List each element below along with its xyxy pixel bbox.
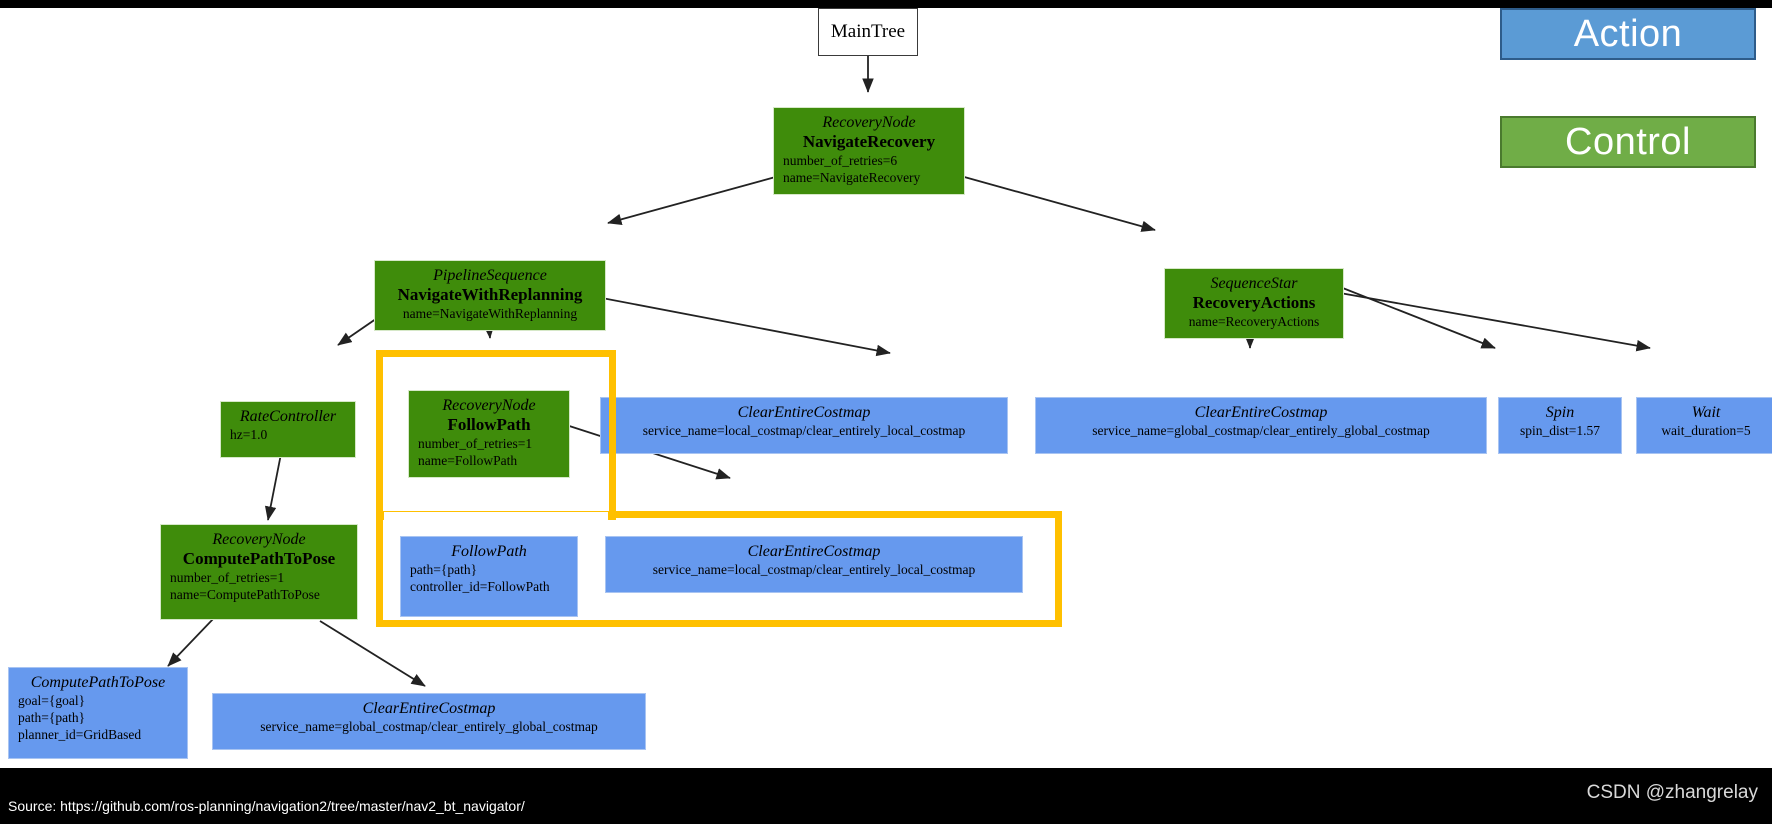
node-attr: service_name=global_costmap/clear_entire…: [260, 719, 598, 734]
node-attr: service_name=local_costmap/clear_entirel…: [642, 423, 966, 438]
node-navigate-recovery[interactable]: RecoveryNode NavigateRecovery number_of_…: [773, 107, 965, 195]
node-attr: service_name=global_costmap/clear_entire…: [1092, 423, 1430, 438]
node-attr: number_of_retries=1: [418, 436, 533, 451]
edge-ra-to-wait: [1339, 292, 1651, 352]
node-type: RecoveryNode: [212, 531, 306, 548]
node-recovery-actions[interactable]: SequenceStar RecoveryActions name=Recove…: [1164, 268, 1344, 339]
node-attr: number_of_retries=1: [170, 570, 285, 585]
edge-nwr-to-clear-local-1: [559, 289, 891, 357]
node-title: RecoveryActions: [1192, 293, 1316, 312]
node-type: ComputePathToPose: [30, 674, 166, 691]
node-attr: path={path}: [18, 710, 86, 725]
node-attr: path={path}: [410, 562, 478, 577]
node-attr: wait_duration=5: [1661, 423, 1751, 438]
node-type: RecoveryNode: [822, 114, 916, 131]
edge-nr-to-ra: [949, 172, 1156, 232]
node-title: NavigateRecovery: [802, 132, 936, 151]
legend-action-label: Action: [1573, 12, 1683, 55]
node-follow-path-action[interactable]: FollowPath path={path} controller_id=Fol…: [400, 536, 578, 617]
edge-cptp-to-clear-global-2: [319, 620, 426, 687]
node-attr: name=NavigateRecovery: [783, 170, 921, 185]
node-type: SequenceStar: [1210, 275, 1298, 292]
node-follow-path-recovery[interactable]: RecoveryNode FollowPath number_of_retrie…: [408, 390, 570, 478]
node-type: ClearEntireCostmap: [362, 700, 496, 717]
node-type: PipelineSequence: [433, 267, 547, 284]
highlight-box-upper: [376, 350, 616, 520]
node-type: FollowPath: [451, 543, 527, 560]
node-rate-controller[interactable]: RateController hz=1.0: [220, 401, 356, 458]
node-attr: name=FollowPath: [418, 453, 518, 468]
node-type: Spin: [1545, 404, 1575, 421]
node-main-tree[interactable]: MainTree: [818, 8, 918, 56]
node-attr: number_of_retries=6: [783, 153, 898, 168]
node-attr: service_name=local_costmap/clear_entirel…: [652, 562, 976, 577]
node-compute-path-to-pose-recovery[interactable]: RecoveryNode ComputePathToPose number_of…: [160, 524, 358, 620]
edge-nr-to-nwr: [607, 172, 791, 225]
highlight-seam-mask: [384, 512, 608, 526]
node-title: FollowPath: [447, 415, 531, 434]
node-attr: controller_id=FollowPath: [410, 579, 550, 594]
node-type: ClearEntireCostmap: [747, 543, 881, 560]
diagram-canvas: MainTree RecoveryNode NavigateRecovery n…: [0, 8, 1772, 768]
watermark: CSDN @zhangrelay: [1586, 782, 1758, 803]
edge-cptp-to-cptp-action: [167, 617, 215, 667]
node-title: NavigateWithReplanning: [397, 285, 583, 304]
node-type: ClearEntireCostmap: [1194, 404, 1328, 421]
node-attr: goal={goal}: [18, 693, 86, 708]
highlight-box-lower: [376, 511, 1062, 627]
node-clear-global-costmap-recovery[interactable]: ClearEntireCostmap service_name=global_c…: [1035, 397, 1487, 454]
node-attr: name=ComputePathToPose: [170, 587, 320, 602]
node-spin[interactable]: Spin spin_dist=1.57: [1498, 397, 1622, 454]
legend-control-label: Control: [1565, 120, 1691, 163]
node-attr: spin_dist=1.57: [1520, 423, 1600, 438]
node-type: RateController: [239, 408, 337, 425]
node-title: MainTree: [830, 21, 906, 42]
node-attr: name=RecoveryActions: [1188, 314, 1320, 329]
node-type: RecoveryNode: [442, 397, 536, 414]
node-clear-local-costmap-1[interactable]: ClearEntireCostmap service_name=local_co…: [600, 397, 1008, 454]
node-attr: name=NavigateWithReplanning: [402, 306, 578, 321]
source-caption: Source: https://github.com/ros-planning/…: [8, 798, 525, 814]
node-type: Wait: [1691, 404, 1721, 421]
node-compute-path-to-pose-action[interactable]: ComputePathToPose goal={goal} path={path…: [8, 667, 188, 759]
node-wait[interactable]: Wait wait_duration=5: [1636, 397, 1772, 454]
node-attr: planner_id=GridBased: [18, 727, 142, 742]
legend-control: Control: [1500, 116, 1756, 168]
node-navigate-with-replanning[interactable]: PipelineSequence NavigateWithReplanning …: [374, 260, 606, 331]
legend-action: Action: [1500, 8, 1756, 60]
node-title: ComputePathToPose: [182, 549, 336, 568]
edge-ra-to-spin: [1329, 282, 1496, 349]
node-attr: hz=1.0: [230, 427, 268, 442]
node-clear-local-costmap-2[interactable]: ClearEntireCostmap service_name=local_co…: [605, 536, 1023, 593]
node-type: ClearEntireCostmap: [737, 404, 871, 421]
node-clear-global-costmap-2[interactable]: ClearEntireCostmap service_name=global_c…: [212, 693, 646, 750]
